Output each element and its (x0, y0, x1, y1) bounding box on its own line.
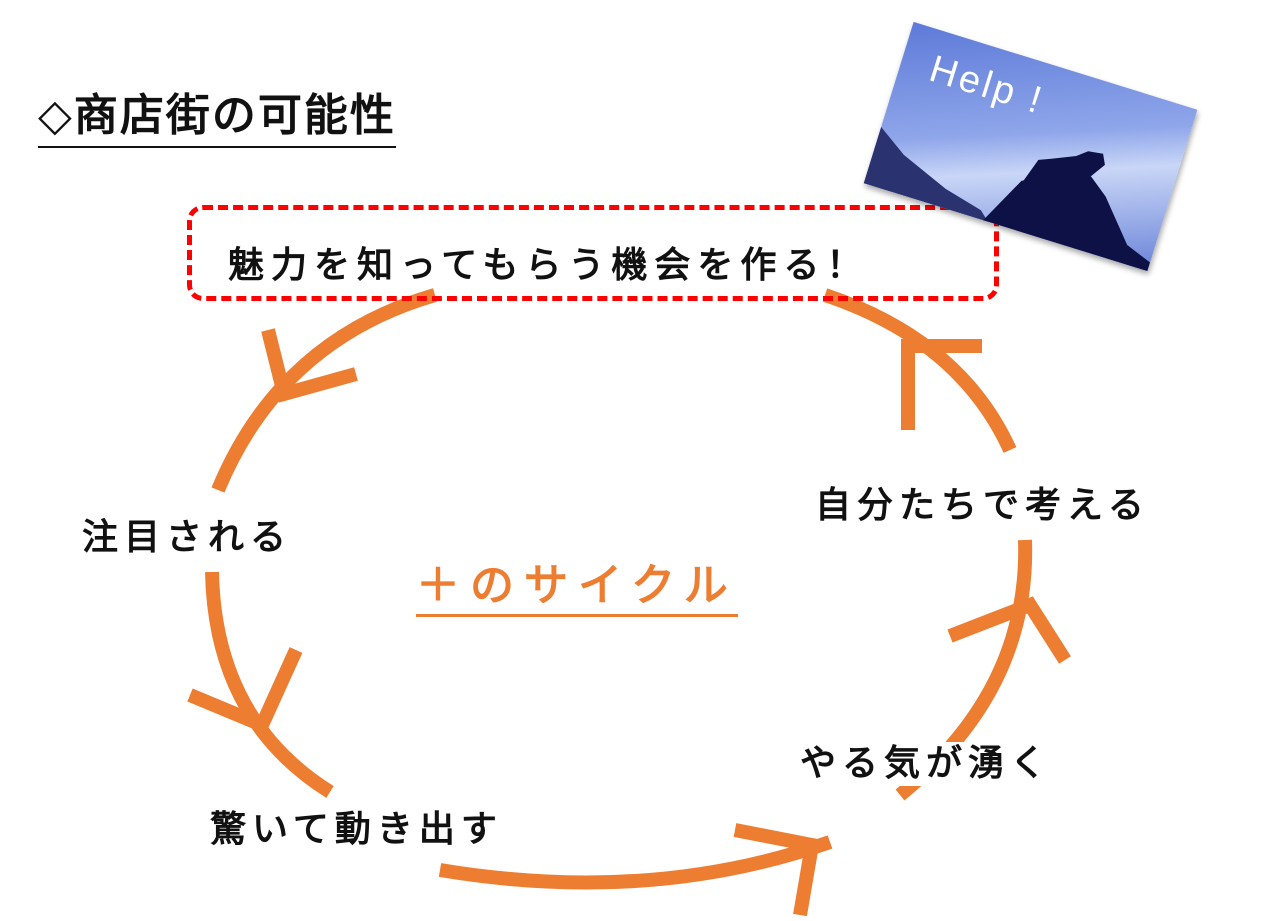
arrow-action-to-motivation (438, 835, 833, 890)
mountain-silhouette-icon (863, 126, 1151, 272)
arrowhead-icon (733, 823, 821, 917)
step-motivation: やる気が湧く (800, 742, 1053, 786)
arrowhead-icon (901, 339, 982, 430)
step-action: 驚いて動き出す (210, 808, 503, 852)
cycle-center-label: ＋のサイクル (416, 558, 738, 617)
arrowhead-icon (261, 328, 358, 403)
step-thinking: 自分たちで考える (815, 484, 1150, 528)
arrow-attention-to-action (205, 571, 334, 798)
arrowhead-icon (947, 596, 1071, 664)
arrow-thinking-to-goal (822, 288, 1017, 453)
goal-text: 魅力を知ってもらう機会を作る！ (228, 245, 870, 286)
help-climbing-photo: Help ! (863, 21, 1198, 272)
goal-highlight-box (187, 205, 999, 301)
step-attention: 注目される (82, 516, 293, 560)
arrow-goal-to-attention (211, 288, 437, 493)
arrowhead-icon (187, 647, 303, 735)
slide-title: ◇商店街の可能性 (38, 88, 396, 148)
